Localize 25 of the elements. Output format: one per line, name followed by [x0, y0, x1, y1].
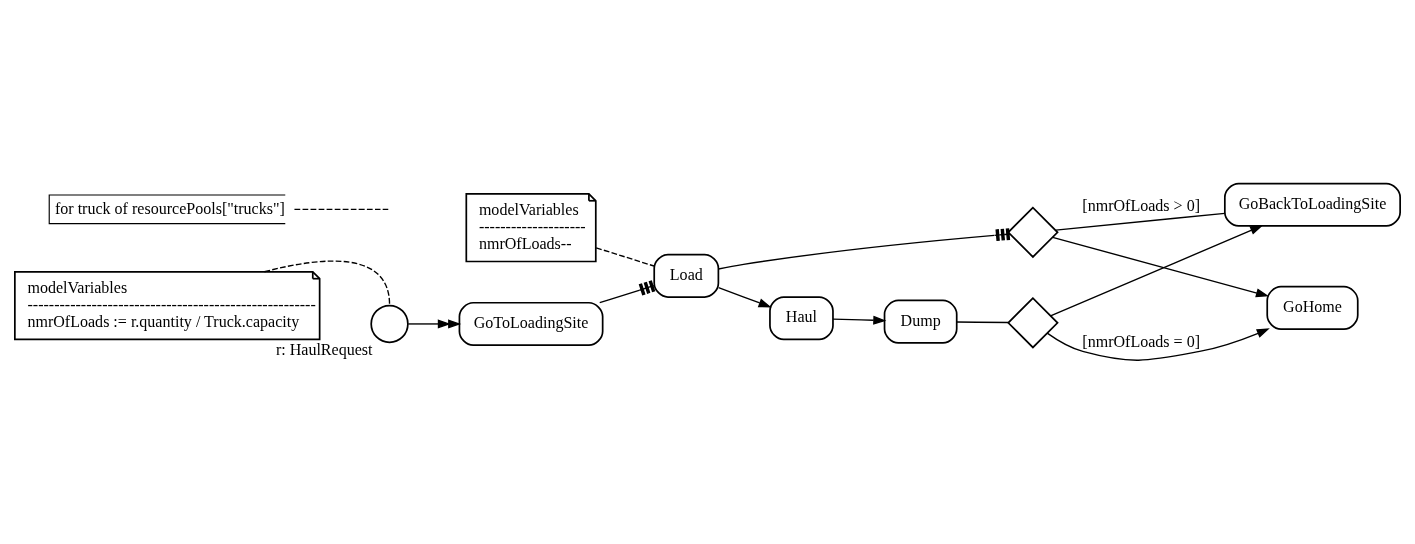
arrow [717, 286, 772, 308]
node-circle [370, 304, 409, 344]
edge-label: [nmrOfLoads > 0] [1082, 196, 1201, 214]
node-text: for truck of resourcePools["trucks"] [54, 200, 285, 218]
connector [263, 260, 391, 306]
connector [293, 208, 389, 211]
arrow [1052, 236, 1269, 298]
connector [956, 321, 1010, 324]
node-label: r: HaulRequest [275, 341, 373, 359]
node-box: GoBackToLoadingSite [1224, 182, 1401, 227]
node-box: GoToLoadingSite [458, 301, 604, 346]
arrow [1049, 225, 1264, 317]
connector [1055, 212, 1226, 231]
node-box: Dump [883, 299, 958, 344]
node-box: Haul [769, 296, 834, 341]
arrow [1046, 328, 1270, 361]
node-box: Load [653, 253, 720, 298]
node-box: GoHome [1266, 285, 1359, 330]
arrow [832, 315, 887, 325]
connector [599, 280, 656, 304]
connector [595, 247, 655, 267]
node-diamond [1007, 296, 1059, 349]
edge-label: [nmrOfLoads = 0] [1082, 333, 1201, 351]
arrow [407, 319, 462, 329]
connector [717, 228, 1011, 270]
